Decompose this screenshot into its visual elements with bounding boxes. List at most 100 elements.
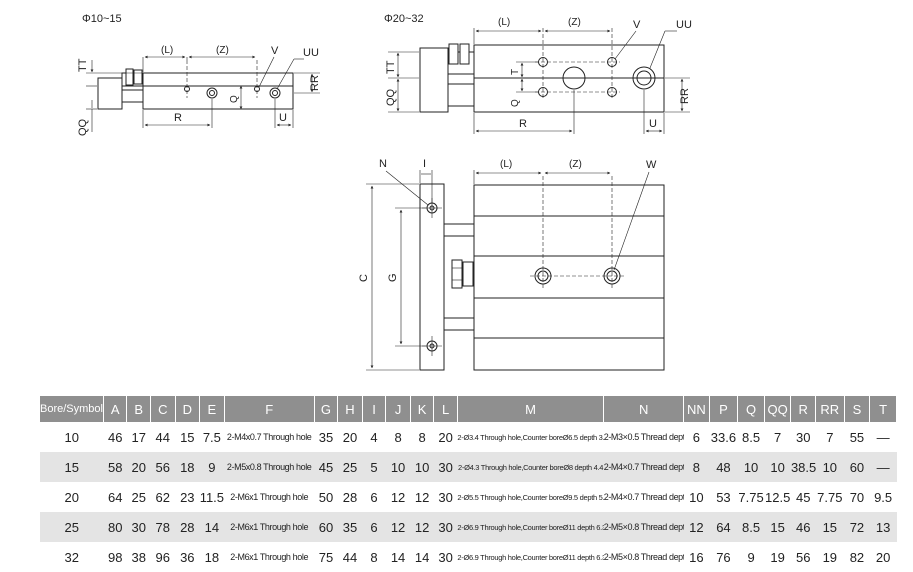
view1-dim-UU: UU xyxy=(303,47,319,59)
view2-dim-Q: Q xyxy=(510,99,521,107)
table-cell: 60 xyxy=(314,512,338,542)
view1-nut xyxy=(125,68,134,86)
table-cell: 33.6 xyxy=(710,429,737,445)
view2-dim-V: V xyxy=(633,19,641,31)
table-cell: 44 xyxy=(155,429,170,445)
view2-end-block xyxy=(419,47,449,113)
table-cell: — xyxy=(869,452,897,482)
column-header: L xyxy=(433,396,458,422)
table-cell: 15 xyxy=(180,429,195,445)
view1-dim-TT: TT xyxy=(77,58,89,72)
view3-body xyxy=(473,184,665,371)
table-cell: 14 xyxy=(414,549,430,565)
view1-dim-Q: Q xyxy=(229,95,240,103)
table-cell: 2-Ø6.9 Through hole,Counter boreØ11 dept… xyxy=(457,512,604,542)
table-cell: 2-M6x1 Through hole xyxy=(230,552,309,562)
view1-dim-RR: RR xyxy=(309,75,321,91)
view1-dim-Z: (Z) xyxy=(216,45,229,56)
table-cell: 46 xyxy=(107,429,123,445)
view3-dim-Z: (Z) xyxy=(569,159,582,170)
table-cell: 55 xyxy=(849,429,865,445)
table-cell: 23 xyxy=(180,489,195,505)
view1-dim-QQ: QQ xyxy=(77,118,89,136)
view2-dim-R: R xyxy=(519,118,527,130)
table-cell: 11.5 xyxy=(199,489,225,505)
table-cell: 16 xyxy=(689,549,704,565)
table-cell: 44 xyxy=(342,549,358,565)
view1-dim-V: V xyxy=(271,45,279,57)
column-header: M xyxy=(457,396,605,422)
table-cell: 15 xyxy=(40,452,104,482)
table-cell: 28 xyxy=(342,489,358,505)
table-cell: 7 xyxy=(826,429,834,445)
table-cell: 38.5 xyxy=(790,452,816,482)
table-cell: 98 xyxy=(107,549,123,565)
table-cell: 20 xyxy=(126,452,151,482)
table-cell: 78 xyxy=(150,512,176,542)
view2-dim-L: (L) xyxy=(498,17,510,28)
column-header: D xyxy=(175,396,201,422)
table-cell: 12 xyxy=(385,512,411,542)
view2-dim-T: T xyxy=(510,69,521,75)
table-cell: 12 xyxy=(414,489,430,505)
column-header: B xyxy=(126,396,151,422)
technical-drawing: Φ10~15 (L) (Z) V UU xyxy=(77,13,692,371)
view3-dim-I: I xyxy=(423,158,426,170)
table-cell: 2-Ø6.9 Through hole,Counter boreØ11 dept… xyxy=(457,552,604,562)
view2-title: Φ20~32 xyxy=(384,13,424,25)
table-cell: 53 xyxy=(716,489,731,505)
table-cell: 19 xyxy=(770,549,785,565)
view1-dim-L: (L) xyxy=(161,45,173,56)
view3-dim-G: G xyxy=(387,273,399,282)
column-header: P xyxy=(709,396,739,422)
table-cell: 30 xyxy=(438,489,453,505)
table-cell: 2-M5×0.8 Thread depth 7.5 xyxy=(603,512,684,542)
table-cell: 75 xyxy=(318,549,334,565)
table-cell: 2-M5x0.8 Through hole xyxy=(224,452,315,482)
view1-hole xyxy=(206,87,218,99)
table-cell: 30 xyxy=(433,512,458,542)
view2-dim-Z: (Z) xyxy=(568,17,581,28)
view1-body xyxy=(142,72,294,110)
column-header: N xyxy=(603,396,685,422)
table-cell: 5 xyxy=(362,452,386,482)
table-cell: 62 xyxy=(155,489,170,505)
column-header: S xyxy=(844,396,871,422)
view1-end-block xyxy=(97,77,123,110)
table-cell: 7.75 xyxy=(738,489,764,505)
table-cell: 25 xyxy=(40,512,104,542)
table-cell: 50 xyxy=(318,489,334,505)
table-cell: 80 xyxy=(103,512,127,542)
column-header: Q xyxy=(737,396,765,422)
view3-dim-L: (L) xyxy=(500,159,512,170)
table-cell: 4 xyxy=(370,429,378,445)
table-cell: 48 xyxy=(709,452,738,482)
table-cell: 15 xyxy=(764,512,791,542)
view2-dim-UU: UU xyxy=(676,19,692,31)
column-header: G xyxy=(314,396,339,422)
table-cell: 30 xyxy=(126,512,151,542)
table-cell: 7 xyxy=(774,429,782,445)
table-cell: 8.5 xyxy=(742,429,761,445)
table-cell: 10 xyxy=(737,452,765,482)
column-header: QQ xyxy=(764,396,792,422)
table-cell: 36 xyxy=(180,549,195,565)
table-cell: 12 xyxy=(683,512,710,542)
table-cell: 10 xyxy=(64,429,79,445)
table-cell: 8 xyxy=(418,429,426,445)
view2-dim-RR: RR xyxy=(679,88,691,104)
view2-nut xyxy=(448,43,459,65)
view3-nut xyxy=(451,259,463,289)
table-cell: 15 xyxy=(815,512,845,542)
table-cell: 96 xyxy=(155,549,170,565)
table-cell: 45 xyxy=(314,452,338,482)
table-cell: 20 xyxy=(875,549,891,565)
table-cell: 10 xyxy=(764,452,791,482)
table-cell: 20 xyxy=(438,429,453,445)
